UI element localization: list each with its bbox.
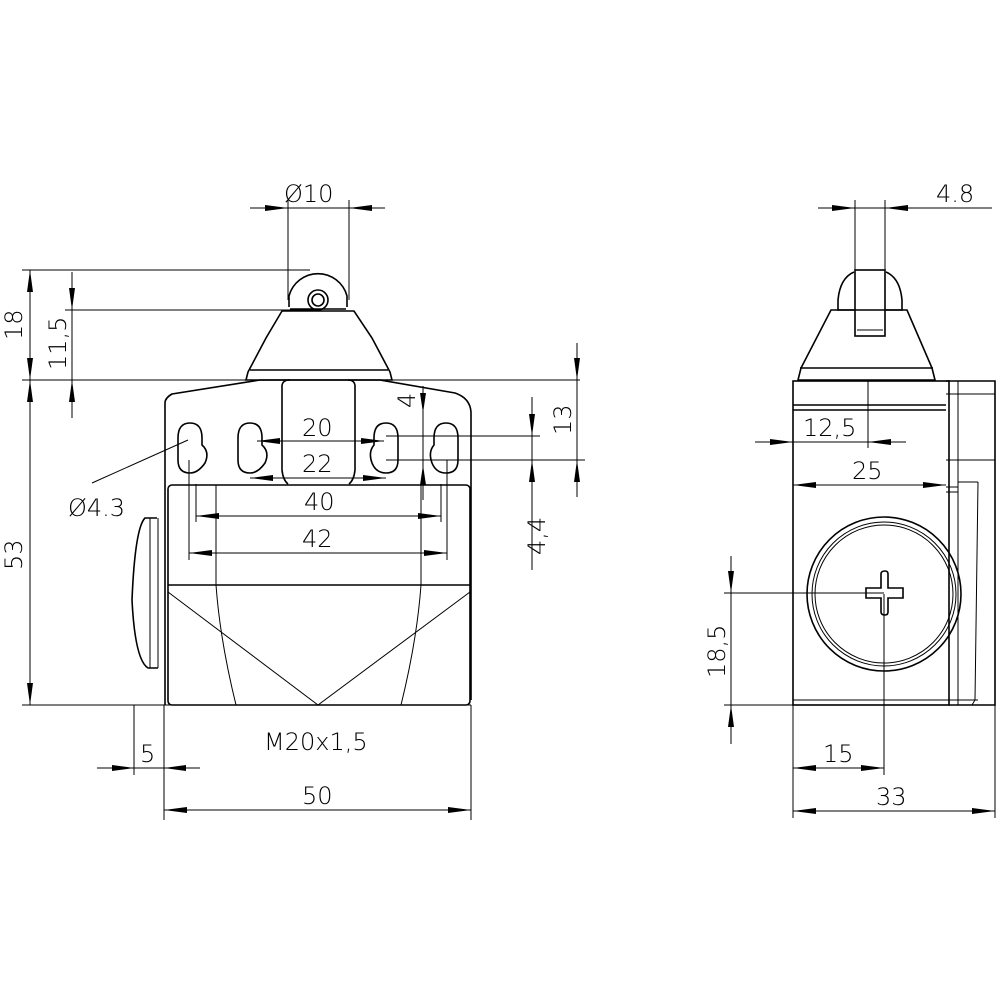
mounting-slots — [177, 422, 459, 474]
side-button — [131, 517, 158, 669]
roller — [288, 272, 348, 311]
dim-roller-axis-height: 11,5 — [44, 317, 72, 370]
side-view: 4.8 12,5 25 18,5 15 33 — [703, 180, 996, 818]
roller-side — [854, 269, 886, 337]
body-side — [792, 380, 950, 706]
dim-depth-to-lid: 25 — [852, 457, 883, 485]
dim-inner-hole-spacing-outer: 22 — [302, 450, 333, 478]
dim-slot-lower: 4,4 — [523, 517, 551, 555]
dim-body-width: 50 — [302, 782, 333, 810]
dim-half-depth: 12,5 — [803, 414, 856, 442]
dim-roller-width: 4.8 — [936, 180, 974, 208]
dim-slot-span: 13 — [549, 404, 577, 435]
dim-screw-offset: 15 — [823, 740, 854, 768]
label-cable-thread: M20x1,5 — [264, 728, 368, 756]
front-view: Ø10 18 11,5 53 4 13 4,4 — [0, 180, 585, 820]
dim-body-height: 53 — [0, 539, 28, 570]
dim-total-height: 18 — [0, 309, 28, 340]
dim-total-depth: 33 — [876, 783, 907, 811]
dim-outer-hole-spacing-outer: 42 — [302, 525, 333, 553]
dim-slot-offset: 4 — [393, 393, 421, 408]
dim-screw-height: 18,5 — [703, 625, 731, 678]
dim-inner-hole-spacing: 20 — [302, 414, 333, 442]
dim-roller-diameter: Ø10 — [284, 180, 333, 208]
dim-mounting-hole-diameter: Ø4.3 — [68, 494, 125, 522]
dim-button-projection: 5 — [140, 740, 155, 768]
dim-outer-hole-spacing: 40 — [304, 488, 335, 516]
